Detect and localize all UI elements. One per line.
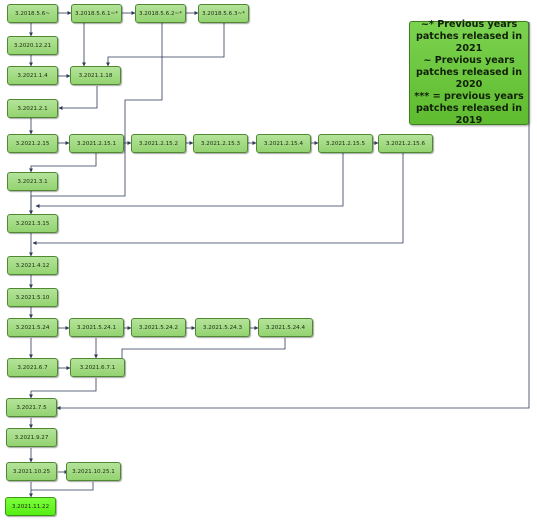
connector — [29, 378, 97, 399]
connector — [58, 86, 98, 110]
node-3-2021-9-27[interactable]: 3.2021.9.27 — [6, 428, 57, 447]
node-3-2021-2-15-2[interactable]: 3.2021.2.15.2 — [131, 134, 186, 153]
node-3-2021-10-25-1[interactable]: 3.2021.10.25.1 — [66, 462, 121, 481]
node-3-2018-5-6-2[interactable]: 3.2018.5.6.2~* — [135, 4, 186, 23]
legend-box: ~* Previous years patches released in 20… — [409, 19, 529, 126]
node-3-2018-5-6-3[interactable]: 3.2018.5.6.3~* — [198, 4, 249, 23]
node-3-2021-2-15-6[interactable]: 3.2021.2.15.6 — [378, 134, 433, 153]
connector — [32, 153, 404, 245]
node-3-2021-5-10[interactable]: 3.2021.5.10 — [7, 288, 58, 307]
node-3-2021-2-15-1[interactable]: 3.2021.2.15.1 — [69, 134, 124, 153]
node-3-2021-10-25[interactable]: 3.2021.10.25 — [6, 462, 57, 481]
node-3-2018-5-6[interactable]: 3.2018.5.6~ — [7, 4, 58, 23]
node-3-2021-11-22[interactable]: 3.2021.11.22 — [5, 497, 56, 516]
legend-line-2020: ~ Previous years patches released in 202… — [415, 55, 523, 90]
node-3-2021-2-15[interactable]: 3.2021.2.15 — [7, 134, 58, 153]
legend-line-2019: *** = previous years patches released in… — [414, 91, 524, 126]
connector — [56, 22, 530, 410]
node-3-2021-7-5[interactable]: 3.2021.7.5 — [6, 398, 57, 417]
connector — [35, 153, 344, 208]
node-3-2021-1-18[interactable]: 3.2021.1.18 — [70, 66, 121, 85]
node-3-2021-5-24-4[interactable]: 3.2021.5.24.4 — [258, 318, 313, 337]
node-3-2021-1-4[interactable]: 3.2021.1.4 — [7, 66, 58, 85]
node-3-2021-5-24[interactable]: 3.2021.5.24 — [7, 318, 58, 337]
node-3-2021-6-7-1[interactable]: 3.2021.6.7.1 — [70, 358, 125, 377]
node-3-2018-5-6-1[interactable]: 3.2018.5.6.1~* — [71, 4, 122, 23]
node-3-2021-2-15-5[interactable]: 3.2021.2.15.5 — [318, 134, 373, 153]
node-3-2021-5-24-2[interactable]: 3.2021.5.24.2 — [131, 318, 186, 337]
node-3-2021-4-12[interactable]: 3.2021.4.12 — [7, 256, 58, 275]
node-3-2021-2-15-3[interactable]: 3.2021.2.15.3 — [193, 134, 248, 153]
node-3-2021-3-15[interactable]: 3.2021.3.15 — [7, 214, 58, 233]
connector — [120, 338, 286, 370]
node-3-2021-6-7[interactable]: 3.2021.6.7 — [7, 358, 58, 377]
node-3-2021-2-1[interactable]: 3.2021.2.1 — [7, 99, 58, 118]
node-3-2021-3-1[interactable]: 3.2021.3.1 — [7, 172, 58, 191]
node-3-2021-5-24-3[interactable]: 3.2021.5.24.3 — [195, 318, 250, 337]
node-3-2020-12-21[interactable]: 3.2020.12.21 — [7, 36, 58, 55]
connector — [31, 482, 94, 491]
legend-line-2021: ~* Previous years patches released in 20… — [415, 19, 523, 54]
node-3-2021-2-15-4[interactable]: 3.2021.2.15.4 — [256, 134, 311, 153]
connector — [29, 153, 97, 173]
node-3-2021-5-24-1[interactable]: 3.2021.5.24.1 — [69, 318, 124, 337]
connector — [106, 22, 225, 67]
